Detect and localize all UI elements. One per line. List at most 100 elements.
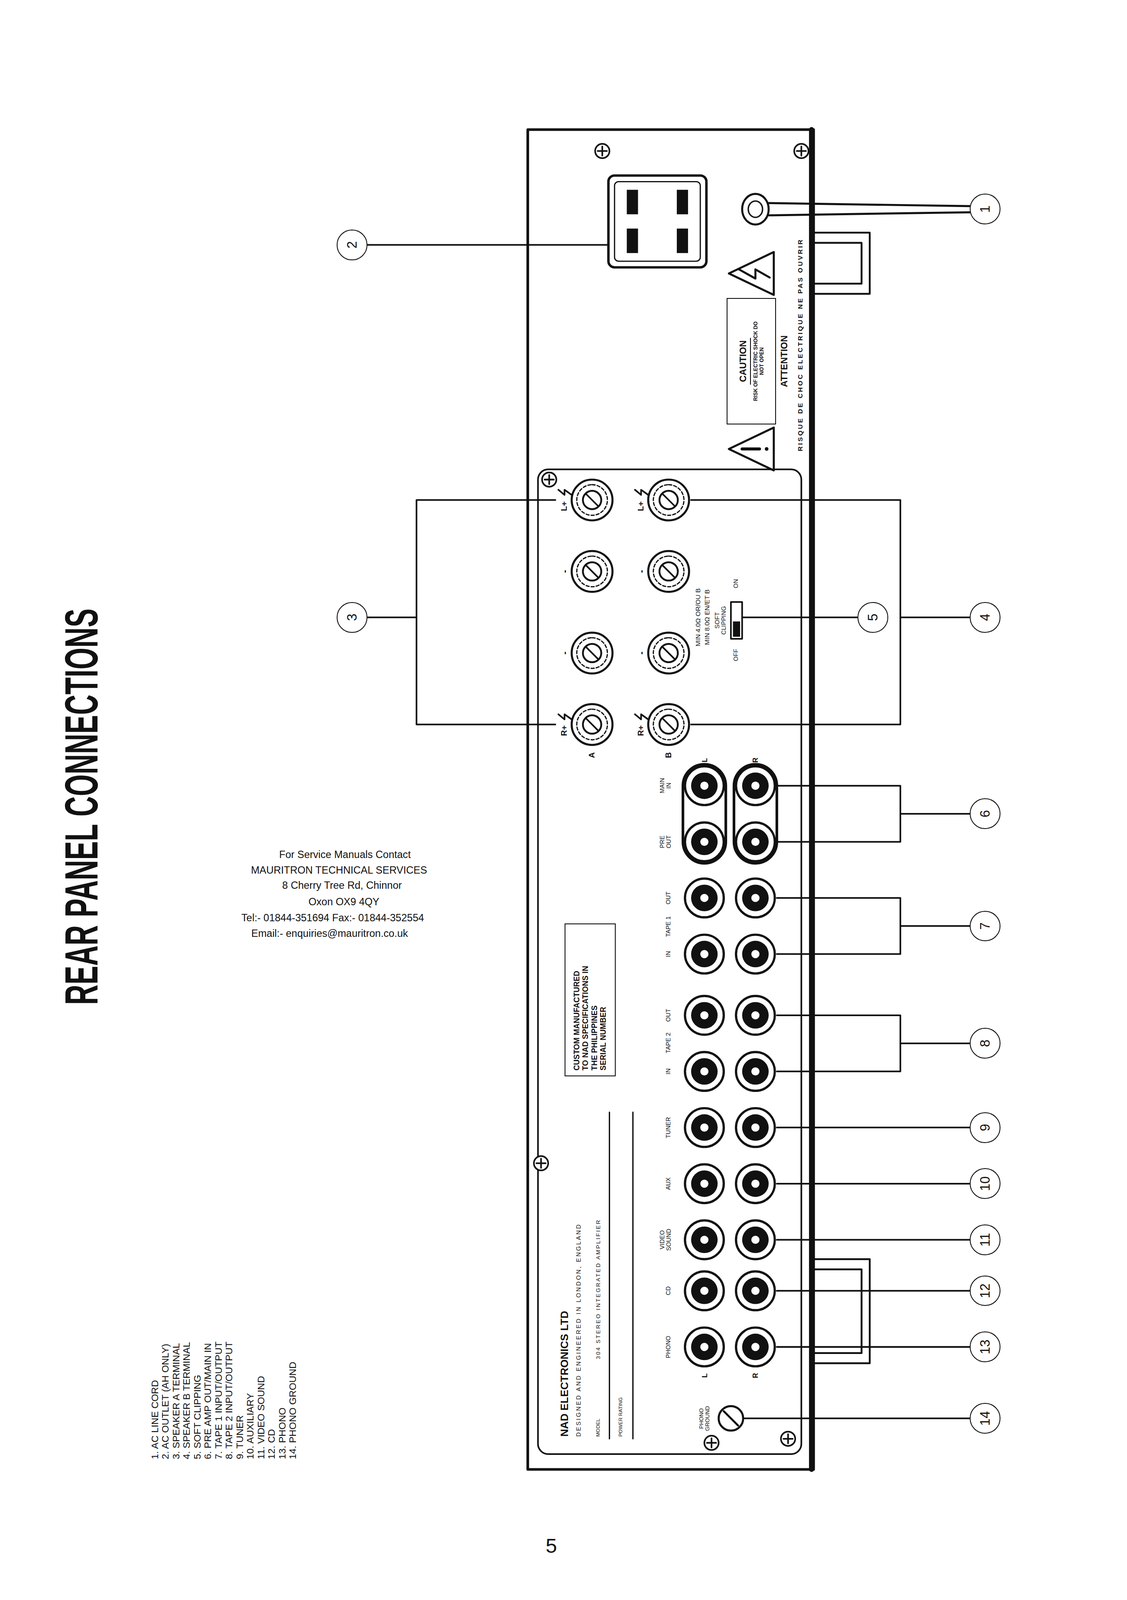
callout-number: 6 [978, 810, 992, 818]
model-plate-text: MODEL [595, 1419, 601, 1438]
switch-slider [733, 621, 741, 637]
rca-jack [685, 1271, 725, 1311]
panel-bottom-edge [808, 129, 815, 1470]
callout-circle: 9 [969, 1112, 1001, 1144]
parts-list-item: 11. VIDEO SOUND [256, 1376, 267, 1460]
ac-outlet [608, 175, 707, 268]
callout-number: 14 [978, 1411, 992, 1427]
parts-list-item: 1. AC LINE CORD [149, 1380, 161, 1460]
callout-number: 10 [978, 1176, 992, 1192]
warning-triangle [728, 427, 774, 471]
lightning-mark [558, 490, 572, 720]
callout-circle: 5 [857, 602, 889, 634]
service-note: Tel:- 01844-351694 Fax:- 01844-352554 [241, 912, 425, 925]
speaker-terminal [648, 479, 689, 521]
outlet-slot [626, 189, 639, 215]
jack-label: L [700, 758, 709, 763]
jack-label: OUT [665, 1009, 673, 1023]
plate-text: CUSTOM MANUFACTURED TO NAD SPECIFICATION… [572, 962, 599, 1071]
service-note: MAURITRON TECHNICAL SERVICES [250, 865, 427, 877]
callout-circle: 14 [969, 1403, 1001, 1435]
rca-jack [736, 1221, 776, 1261]
jack-label: R [751, 757, 760, 764]
switch-label: ON [732, 579, 740, 589]
leader-line [691, 500, 970, 725]
rca-jack [685, 996, 725, 1036]
ac-outlet-inner [614, 181, 701, 262]
leader-line [776, 1127, 970, 1348]
callout-number: 2 [345, 241, 359, 249]
callout-circle: 8 [969, 1028, 1001, 1059]
terminal-label: R+ [636, 725, 646, 737]
speaker-terminal [571, 479, 613, 521]
leader-line [367, 500, 556, 725]
parts-list-item: 4. SPEAKER B TERMINAL [181, 1342, 193, 1460]
rca-jack [685, 1052, 725, 1092]
screw [780, 1432, 796, 1447]
rca-jack [685, 935, 725, 975]
lightning-bolt [739, 269, 770, 279]
jack-label: TAPE 2 [665, 1032, 673, 1054]
leader-line [776, 785, 970, 843]
rca-jack [685, 766, 725, 806]
outlet-slot [676, 189, 689, 215]
speaker-terminal [571, 551, 613, 592]
screw [542, 472, 557, 488]
parts-list-item: 10. AUXILIARY [245, 1393, 257, 1460]
jack-label: PHONO [665, 1336, 673, 1359]
callout-circle: 1 [969, 193, 1001, 225]
serial-number-plate: CUSTOM MANUFACTURED TO NAD SPECIFICATION… [564, 923, 616, 1077]
callout-number: 4 [978, 613, 992, 622]
parts-list-item: 3. SPEAKER A TERMINAL [171, 1343, 182, 1460]
rca-jack [736, 1108, 776, 1148]
caution-text: RISK OF ELECTRIC SHOCK DO NOT OPEN [752, 320, 765, 403]
jack-label: L [700, 1373, 709, 1379]
ground-slot [723, 1411, 738, 1426]
jack-label: MAIN IN [659, 778, 673, 794]
serial-caption: SERIAL NUMBER [598, 929, 608, 1071]
caution-box: CAUTIONRISK OF ELECTRIC SHOCK DO NOT OPE… [726, 298, 776, 425]
rca-jack [685, 1164, 725, 1204]
model-plate-text: NAD ELECTRONICS LTD [558, 1311, 571, 1438]
leader-line [743, 1418, 970, 1420]
parts-list-item: 12. CD [266, 1429, 278, 1460]
rca-jack [736, 1164, 776, 1204]
service-note: 8 Cherry Tree Rd, Chinnor [282, 880, 402, 892]
parts-list-item: 14. PHONO GROUND [287, 1362, 299, 1460]
lightning-mark [634, 490, 649, 720]
terminal-label: L+ [636, 501, 646, 512]
cord-grommet-inner [748, 201, 763, 218]
rca-jack [736, 878, 776, 918]
jack-label: IN [665, 951, 673, 958]
callout-number: 9 [978, 1124, 992, 1132]
exclamation-mark [742, 447, 760, 451]
rca-jack [736, 935, 776, 975]
jack-label: CD [665, 1286, 673, 1296]
warning-text: RISQUE DE CHOC ELECTRIQUE NE PAS OUVRIR [796, 238, 805, 452]
jack-label: TUNER [665, 1117, 673, 1139]
outlet-slot [626, 228, 639, 254]
rca-jack [736, 1052, 776, 1092]
ground-terminal [718, 1406, 744, 1432]
page-number: 5 [545, 1535, 557, 1558]
terminal-label: - [559, 651, 570, 655]
parts-list-item: 13. PHONO [277, 1408, 289, 1460]
speaker-terminal [648, 551, 689, 592]
screw [704, 1436, 719, 1451]
rca-jack [736, 766, 776, 806]
rca-jack [685, 822, 725, 862]
callout-number: 8 [978, 1039, 992, 1048]
speaker-terminal [648, 704, 689, 746]
cord-grommet [742, 194, 769, 225]
speaker-terminal [648, 633, 689, 674]
terminal-label: L+ [559, 501, 569, 512]
panel-outline [527, 129, 814, 1470]
callout-circle: 12 [969, 1276, 1001, 1307]
parts-list-item: 9. TUNER [234, 1415, 246, 1460]
parts-list-item: 7. TAPE 1 INPUT/OUTPUT [213, 1341, 225, 1460]
warning-text: ATTENTION [779, 335, 790, 388]
terminal-label: R+ [559, 725, 569, 737]
callout-circle: 3 [336, 602, 368, 634]
